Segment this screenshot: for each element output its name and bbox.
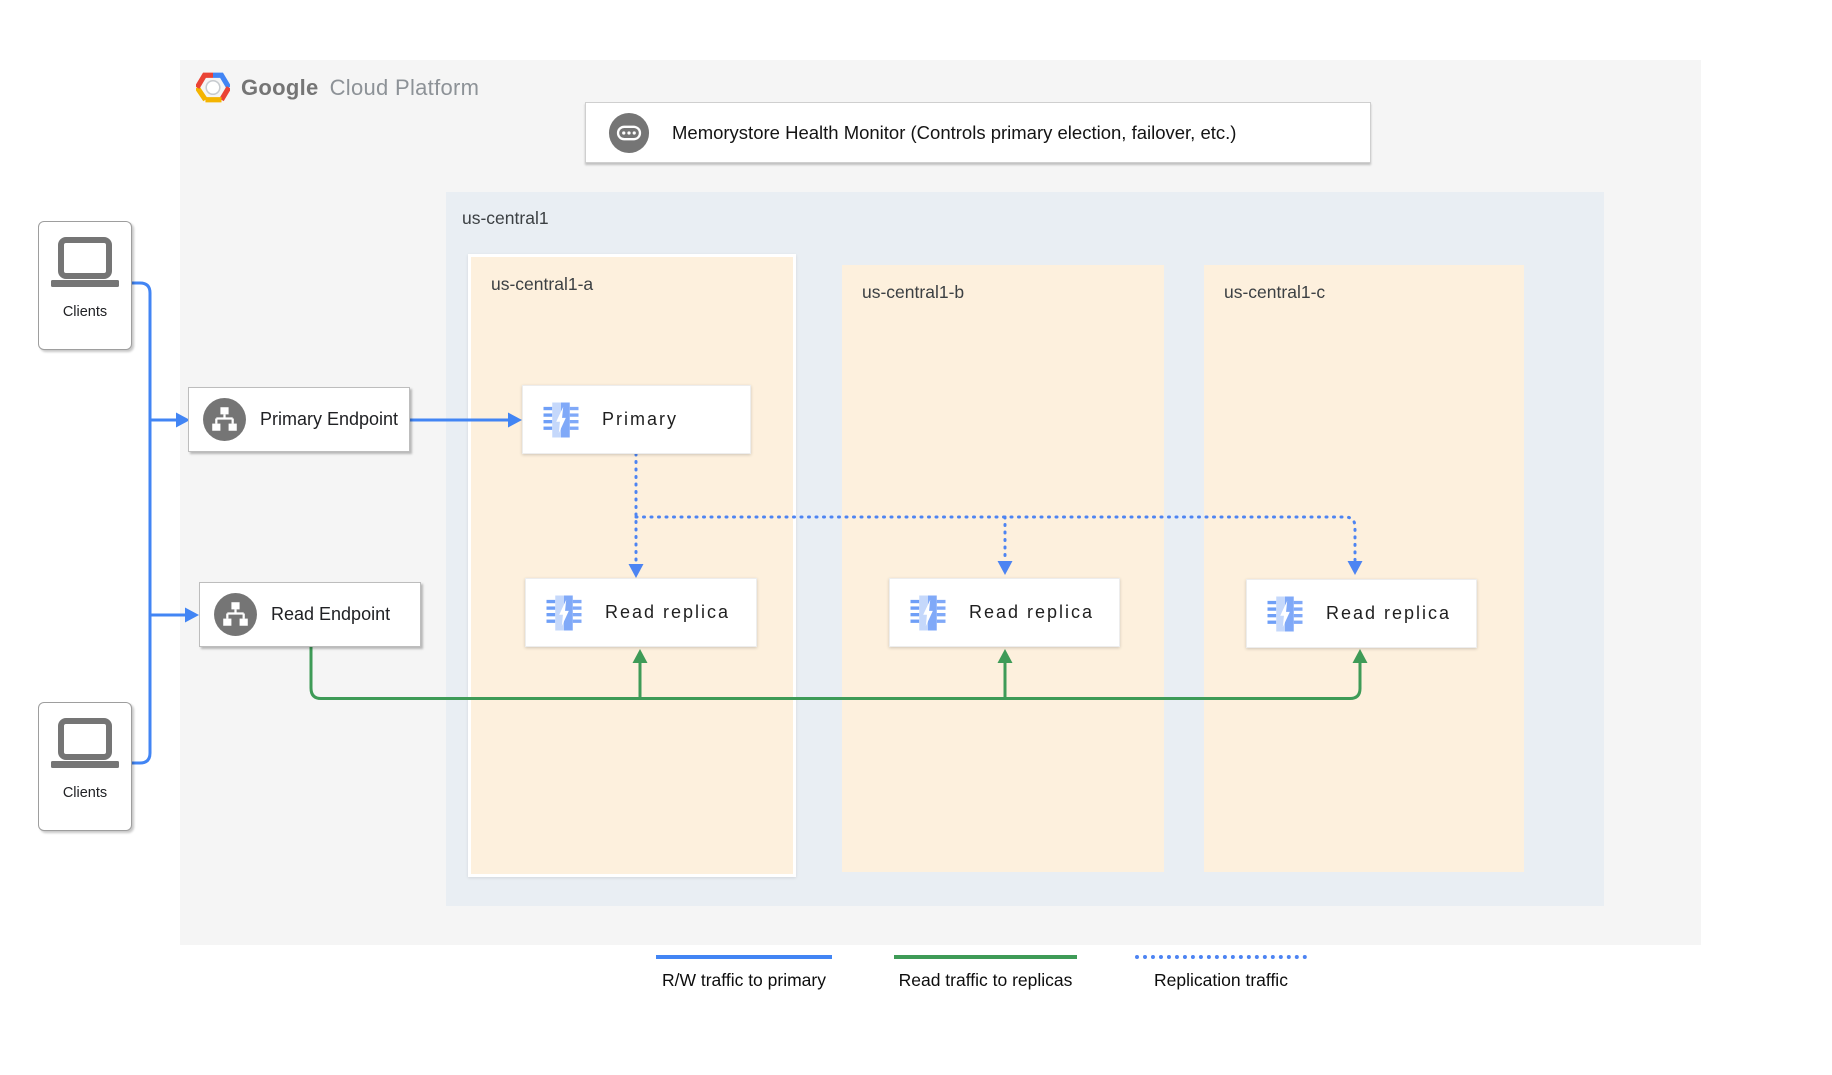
memorystore-chip-icon: [910, 595, 946, 630]
read-endpoint-box: Read Endpoint: [199, 582, 421, 647]
clients-label: Clients: [62, 785, 108, 801]
legend-replication-label: Replication traffic: [1154, 970, 1288, 990]
zone-us-central1-c: us-central1-c: [1204, 265, 1524, 872]
read-traffic-line-sample: [894, 955, 1077, 959]
read-replica-b-label: Read replica: [969, 602, 1095, 622]
zone-us-central1-b: us-central1-b: [842, 265, 1164, 872]
legend-read-label: Read traffic to replicas: [898, 970, 1073, 990]
rw-traffic-line-sample: [656, 955, 832, 959]
zone-c-label: us-central1-c: [1224, 282, 1326, 302]
read-endpoint-label: Read Endpoint: [271, 604, 391, 624]
legend-rw-label: R/W traffic to primary: [661, 970, 826, 990]
read-replica-a-box: Read replica: [525, 578, 757, 647]
replication-line-sample: [1135, 955, 1307, 959]
primary-node-label: Primary: [602, 409, 678, 429]
read-replica-b-box: Read replica: [889, 578, 1120, 647]
region-label: us-central1: [462, 208, 549, 228]
network-endpoint-icon: [214, 593, 257, 636]
brand-cloud-platform-text: Cloud Platform: [329, 74, 480, 100]
health-monitor-box: Memorystore Health Monitor (Controls pri…: [585, 102, 1371, 163]
memorystore-chip-icon: [546, 595, 582, 630]
network-endpoint-icon: [203, 398, 246, 441]
clients-label: Clients: [62, 304, 108, 320]
primary-node-box: Primary: [522, 385, 751, 454]
legend-item-replication-traffic: Replication traffic: [1135, 955, 1307, 991]
health-monitor-label: Memorystore Health Monitor (Controls pri…: [672, 121, 1237, 143]
read-replica-a-label: Read replica: [605, 602, 731, 622]
primary-endpoint-label: Primary Endpoint: [260, 409, 399, 429]
memorystore-chip-icon: [543, 402, 579, 437]
clients-box-bottom: Clients: [38, 702, 132, 831]
gcp-hexagon-icon: [196, 72, 230, 103]
primary-endpoint-box: Primary Endpoint: [188, 387, 410, 452]
zone-b-label: us-central1-b: [862, 282, 965, 302]
memorystore-chip-icon: [1267, 596, 1303, 631]
zone-us-central1-a: us-central1-a: [468, 254, 796, 877]
brand-lockup: Google Cloud Platform: [196, 72, 479, 103]
clients-box-top: Clients: [38, 221, 132, 350]
laptop-icon: [51, 237, 119, 287]
legend-item-rw-traffic: R/W traffic to primary: [656, 955, 832, 991]
read-replica-c-box: Read replica: [1246, 579, 1477, 648]
brand-google-text: Google: [241, 74, 319, 100]
legend-item-read-traffic: Read traffic to replicas: [894, 955, 1077, 991]
read-replica-c-label: Read replica: [1326, 603, 1452, 623]
zone-a-label: us-central1-a: [491, 274, 594, 294]
chat-ellipsis-icon: [608, 112, 650, 154]
laptop-icon: [51, 718, 119, 768]
